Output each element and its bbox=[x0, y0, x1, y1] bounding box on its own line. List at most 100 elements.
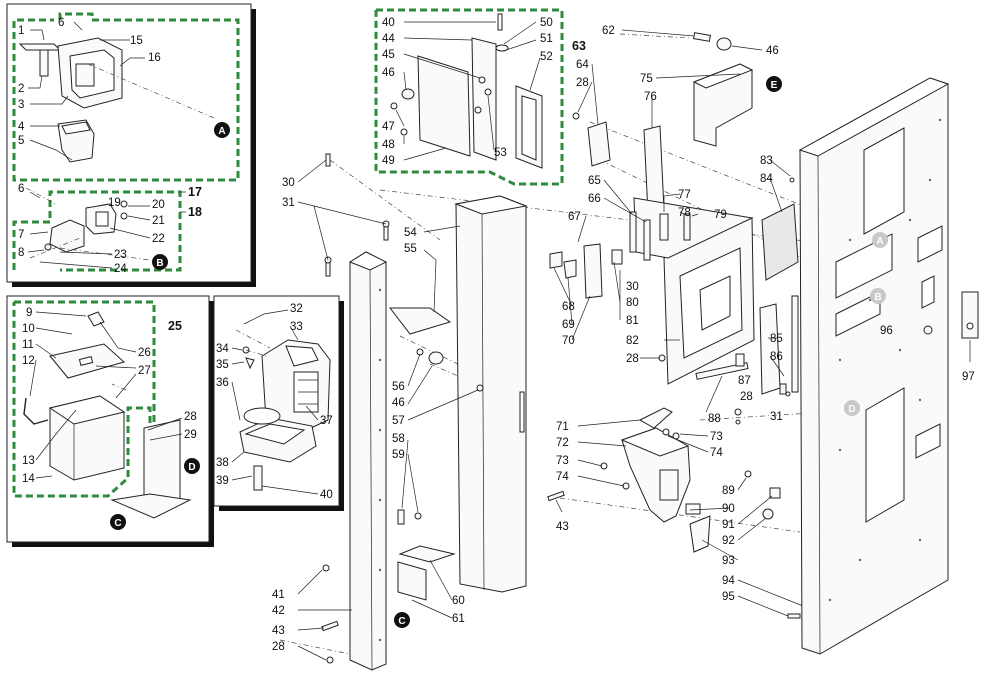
marker-a-left: A bbox=[214, 122, 230, 138]
part-column-42 bbox=[349, 251, 387, 671]
callout-37: 37 bbox=[320, 415, 333, 427]
callout-76: 76 bbox=[644, 91, 657, 103]
callout-32: 32 bbox=[290, 303, 303, 315]
callout-90: 90 bbox=[722, 503, 735, 515]
callout-40: 40 bbox=[320, 489, 333, 501]
callout-49: 49 bbox=[382, 155, 395, 167]
callout-68: 68 bbox=[562, 301, 575, 313]
part-bracket-39 bbox=[253, 465, 263, 491]
callout-61: 61 bbox=[452, 613, 465, 625]
callout-11: 11 bbox=[22, 339, 34, 351]
inset-panel-1: A B 1 6 15 16 2 3 4 5 17 6 18 19 20 21 7… bbox=[6, 3, 256, 287]
callout-87: 87 bbox=[738, 375, 751, 387]
marker-d-ghost: D bbox=[844, 400, 860, 416]
callout-17: 17 bbox=[188, 185, 202, 199]
callout-56: 56 bbox=[392, 381, 405, 393]
callout-36: 36 bbox=[216, 377, 229, 389]
callout-34: 34 bbox=[216, 343, 229, 355]
marker-c-center: C bbox=[394, 612, 410, 628]
svg-text:C: C bbox=[398, 616, 405, 627]
callout-16: 16 bbox=[148, 52, 161, 64]
callout-2: 2 bbox=[18, 83, 24, 95]
part-wire-12 bbox=[23, 397, 49, 425]
svg-text:E: E bbox=[771, 80, 778, 91]
callout-59: 59 bbox=[392, 449, 405, 461]
part-tray-c bbox=[110, 493, 192, 519]
right-center-assembly: E 62 46 64 75 28 76 83 65 84 77 66 78 79… bbox=[549, 25, 920, 627]
callout-46: 46 bbox=[382, 67, 395, 79]
callout-57: 57 bbox=[392, 415, 405, 427]
callout-9: 9 bbox=[26, 307, 32, 319]
callout-69: 69 bbox=[562, 319, 575, 331]
marker-e: E bbox=[766, 76, 782, 92]
part-lid-71 bbox=[638, 407, 673, 429]
callout-30: 30 bbox=[282, 177, 295, 189]
callout-13: 13 bbox=[22, 455, 35, 467]
part-rail-70 bbox=[583, 243, 603, 299]
marker-b-left: B bbox=[152, 254, 168, 270]
callout-21: 21 bbox=[152, 215, 165, 227]
callout-7: 7 bbox=[18, 229, 24, 241]
callout-28-mid: 28 bbox=[626, 353, 639, 365]
group-outline-63 bbox=[374, 8, 564, 186]
callout-53: 53 bbox=[494, 147, 507, 159]
callout-41: 41 bbox=[272, 589, 285, 601]
part-plate-60 bbox=[398, 545, 456, 563]
marker-c-left: C bbox=[110, 514, 126, 530]
callout-58: 58 bbox=[392, 433, 405, 445]
callout-1: 1 bbox=[18, 25, 24, 37]
callout-46b: 46 bbox=[392, 397, 405, 409]
group-outline-18 bbox=[12, 190, 182, 272]
callout-43: 43 bbox=[272, 625, 285, 637]
callout-81: 81 bbox=[626, 315, 639, 327]
leaders-center bbox=[297, 159, 563, 661]
callout-35: 35 bbox=[216, 359, 229, 371]
svg-text:C: C bbox=[114, 518, 121, 529]
callout-54: 54 bbox=[404, 227, 417, 239]
callout-63: 63 bbox=[572, 39, 586, 53]
part-bracket-55 bbox=[388, 307, 452, 335]
callout-93: 93 bbox=[722, 555, 735, 567]
svg-text:D: D bbox=[188, 462, 195, 473]
callout-38: 38 bbox=[216, 457, 229, 469]
callout-19: 19 bbox=[108, 197, 121, 209]
callout-83: 83 bbox=[760, 155, 773, 167]
part-cover-49 bbox=[417, 55, 471, 157]
leaders-inset3 bbox=[231, 309, 319, 495]
svg-text:B: B bbox=[156, 258, 163, 269]
callout-14: 14 bbox=[22, 473, 35, 485]
leaders-inset1 bbox=[27, 21, 186, 269]
callout-5: 5 bbox=[18, 135, 24, 147]
leaders-right-center bbox=[553, 29, 920, 617]
callout-28-right: 28 bbox=[576, 77, 589, 89]
part-frame-44 bbox=[471, 37, 497, 161]
inset-panel-3: 32 33 34 35 36 37 38 39 40 bbox=[213, 295, 344, 511]
callout-25: 25 bbox=[168, 319, 182, 333]
callout-4: 4 bbox=[18, 121, 25, 133]
callout-66: 66 bbox=[588, 193, 601, 205]
callout-24: 24 bbox=[114, 263, 127, 275]
callout-46c: 46 bbox=[766, 45, 779, 57]
group-outline-17 bbox=[12, 12, 240, 182]
callout-47: 47 bbox=[382, 121, 395, 133]
callout-48: 48 bbox=[382, 139, 395, 151]
callout-62: 62 bbox=[602, 25, 615, 37]
callout-78: 78 bbox=[678, 207, 691, 219]
callout-33: 33 bbox=[290, 321, 303, 333]
callout-43-center: 43 bbox=[556, 521, 569, 533]
callout-88: 88 bbox=[708, 413, 721, 425]
marker-a-ghost: A bbox=[872, 232, 888, 248]
part-bracket-29 bbox=[143, 419, 181, 507]
callout-28-bottom: 28 bbox=[272, 641, 285, 653]
callout-65: 65 bbox=[588, 175, 601, 187]
callout-79: 79 bbox=[714, 209, 727, 221]
callout-74b: 74 bbox=[556, 471, 569, 483]
callout-22: 22 bbox=[152, 233, 165, 245]
leaders-group63 bbox=[395, 21, 541, 161]
callout-74: 74 bbox=[710, 447, 723, 459]
callout-39: 39 bbox=[216, 475, 229, 487]
cabinet-side-panel: A B D 96 97 bbox=[798, 77, 979, 655]
callout-91: 91 bbox=[722, 519, 735, 531]
callout-95: 95 bbox=[722, 591, 735, 603]
callout-55: 55 bbox=[404, 243, 417, 255]
